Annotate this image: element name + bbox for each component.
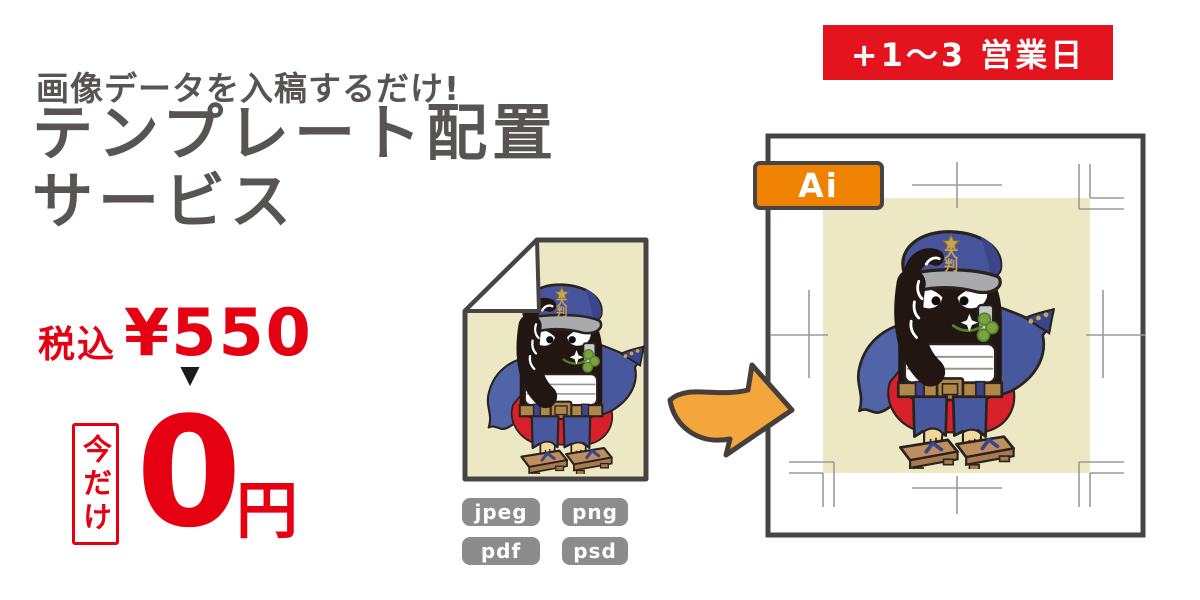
title-line-1: テンプレート配置 bbox=[32, 98, 559, 169]
promo-label: 今だけ bbox=[78, 433, 113, 535]
promo-label-box: 今だけ bbox=[72, 423, 119, 545]
title-line-2: サービス bbox=[32, 166, 297, 238]
promo-price: 0 bbox=[136, 384, 242, 561]
lead-time-label: +1〜3 営業日 bbox=[850, 35, 1086, 74]
subtitle: 画像データを入稿するだけ! bbox=[36, 69, 461, 108]
format-badge-png: png bbox=[562, 498, 628, 526]
fold-corner bbox=[463, 238, 541, 313]
output-document bbox=[765, 133, 1146, 538]
promo-price-unit: 円 bbox=[236, 474, 299, 547]
lead-time-badge: +1〜3 営業日 bbox=[823, 25, 1113, 80]
original-price: ¥550 bbox=[124, 296, 313, 371]
ai-file-badge: Ai bbox=[753, 161, 884, 210]
transfer-arrow-icon bbox=[667, 362, 795, 458]
format-badge-psd: psd bbox=[562, 537, 628, 565]
input-file-icon bbox=[462, 237, 649, 482]
tax-included-label: 税込 bbox=[38, 323, 116, 366]
format-badge-pdf: pdf bbox=[462, 537, 540, 565]
format-badge-jpeg: jpeg bbox=[462, 498, 540, 526]
down-triangle-icon: ▼ bbox=[180, 360, 200, 389]
page-title: テンプレート配置 サービス bbox=[32, 98, 559, 238]
